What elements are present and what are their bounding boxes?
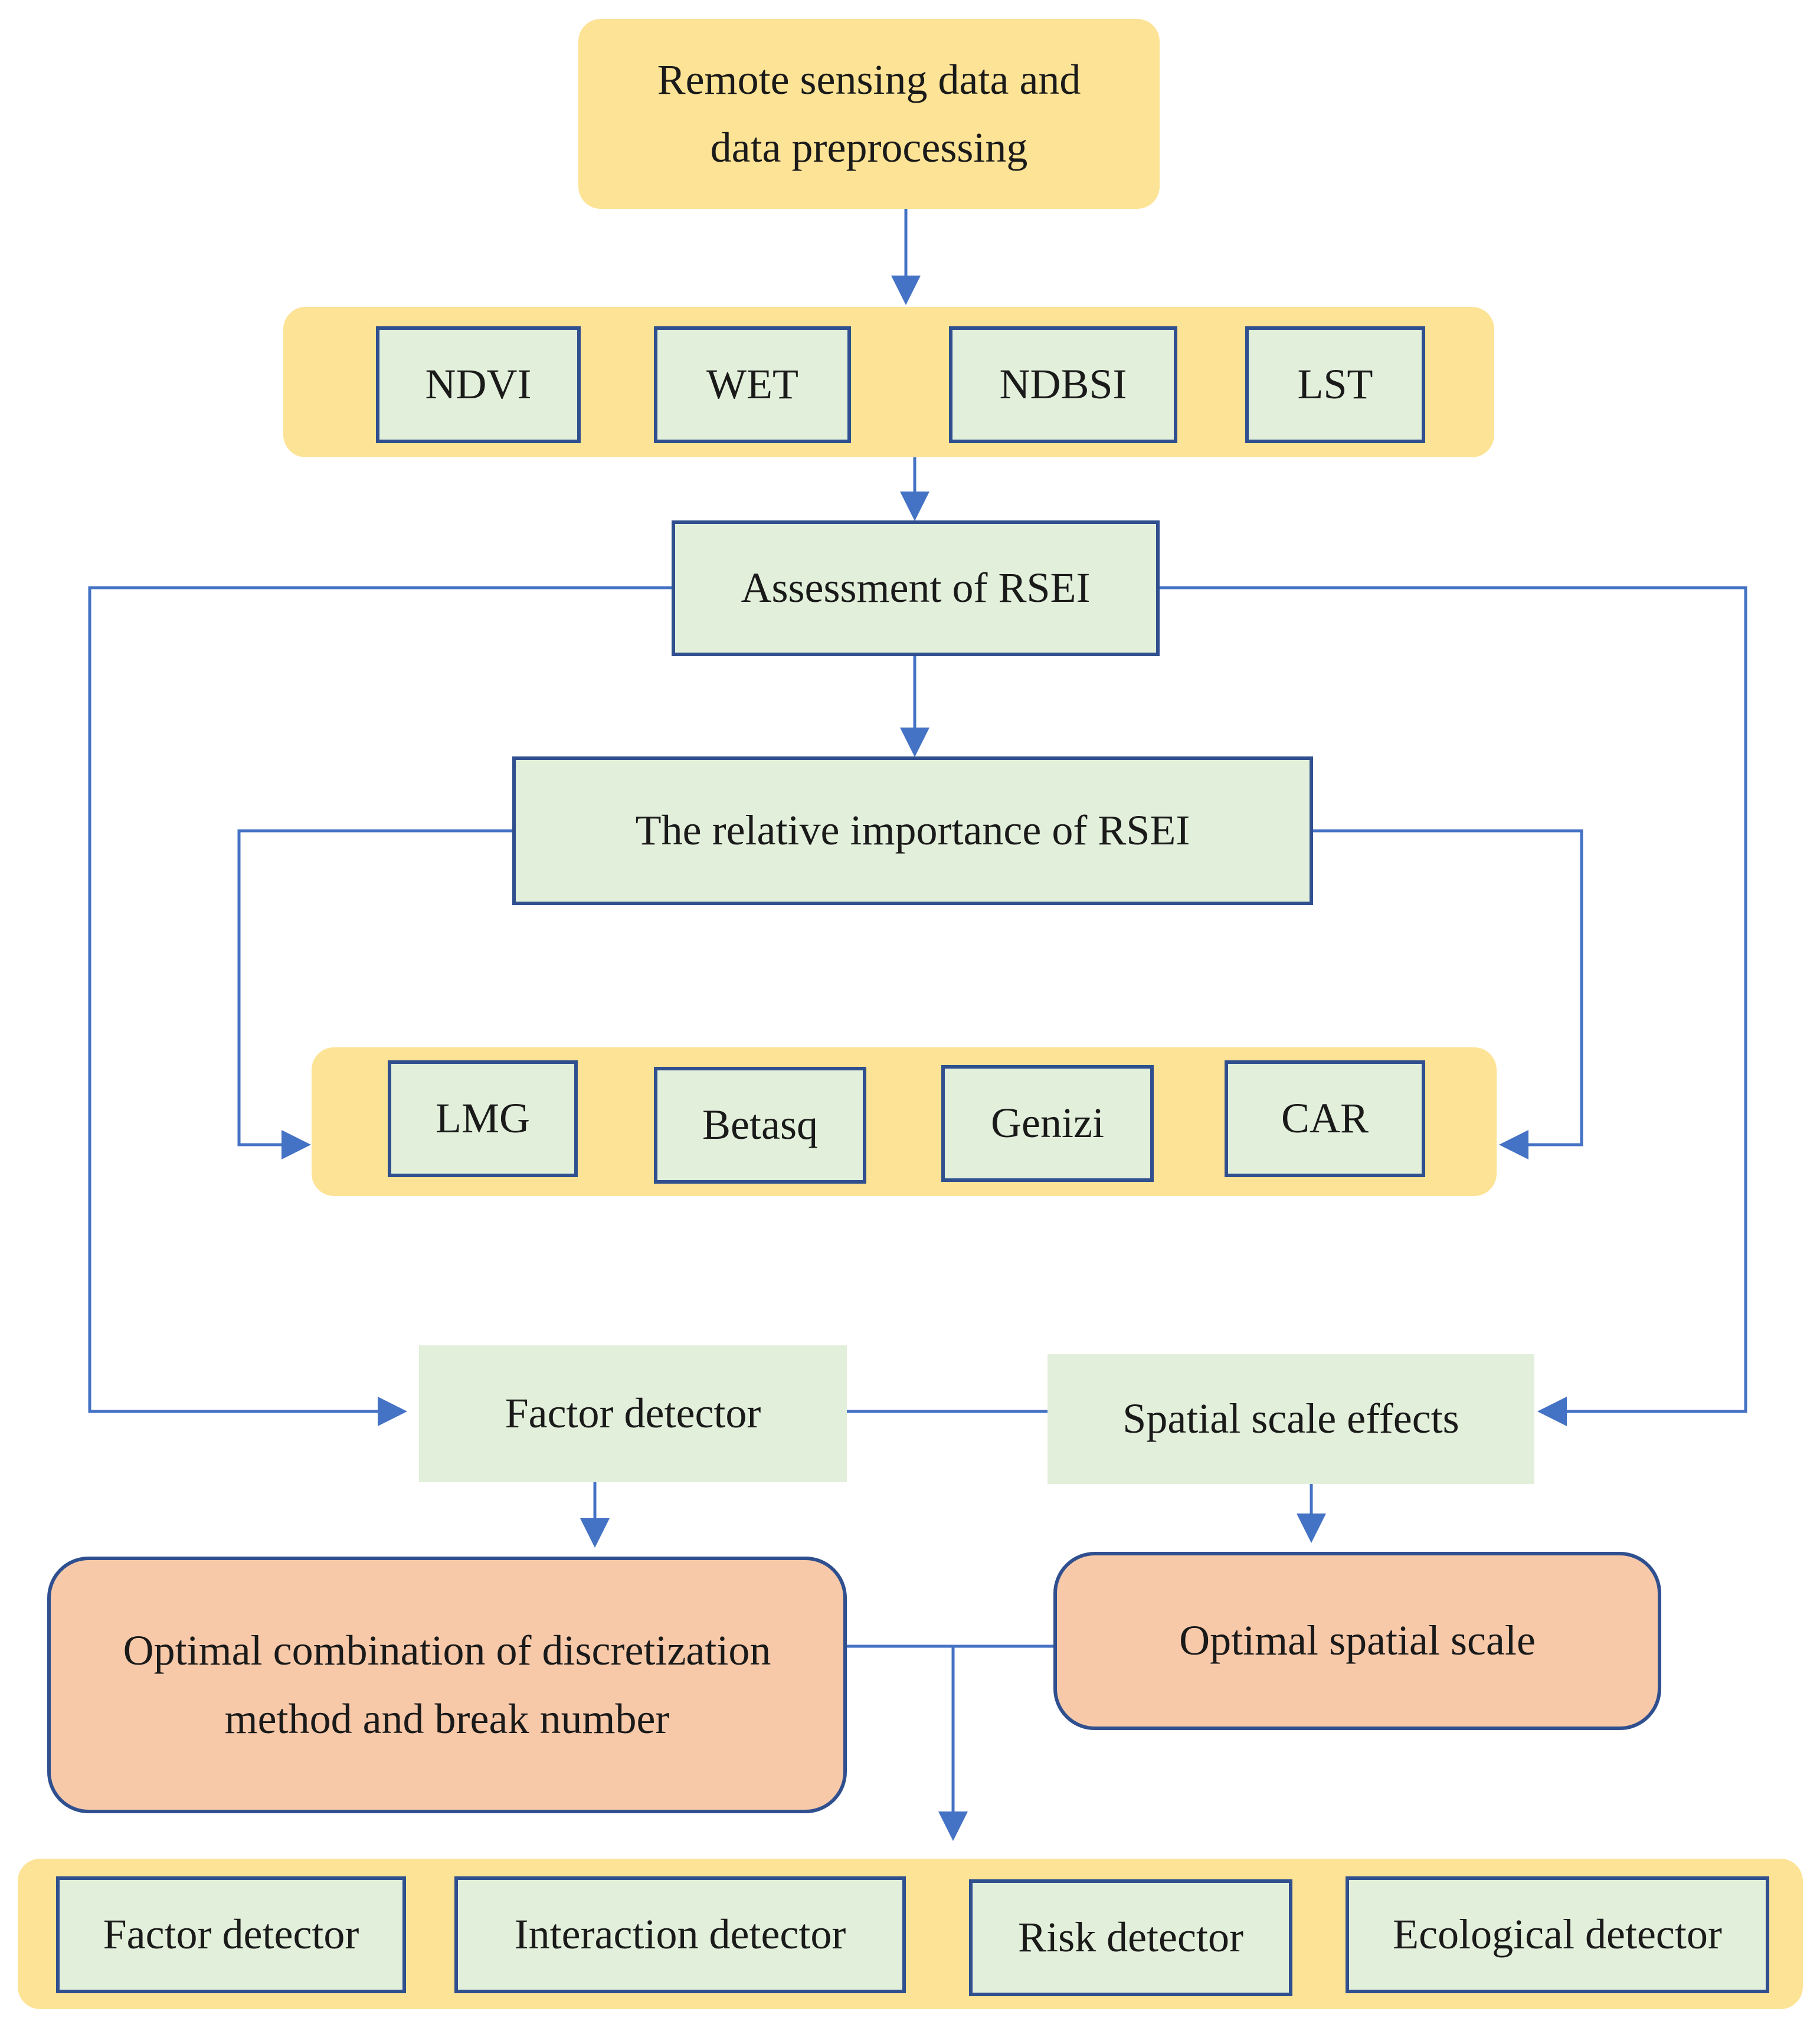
method-betasq: Betasq (654, 1067, 866, 1184)
index-ndvi: NDVI (376, 326, 581, 443)
optimal-spatial-scale-box: Optimal spatial scale (1053, 1552, 1661, 1730)
data-preprocessing-line1: Remote sensing data and (657, 55, 1081, 103)
method-car-label: CAR (1281, 1095, 1369, 1142)
detector-interaction-label: Interaction detector (514, 1911, 846, 1958)
optimal-spatial-scale-label: Optimal spatial scale (1179, 1617, 1536, 1665)
index-wet-label: WET (706, 361, 798, 408)
spatial-scale-effects-box: Spatial scale effects (1048, 1354, 1534, 1484)
arrow-assessment-to-spatial-scale (1160, 586, 1747, 1426)
data-preprocessing-line2: data preprocessing (710, 124, 1028, 171)
optimal-combination-box: Optimal combination of discretization me… (47, 1557, 847, 1813)
method-betasq-label: Betasq (702, 1101, 818, 1149)
assessment-rsei-box: Assessment of RSEI (672, 520, 1160, 656)
index-wet: WET (654, 326, 851, 443)
spatial-scale-effects-label: Spatial scale effects (1122, 1395, 1459, 1443)
data-preprocessing-box: Remote sensing data and data preprocessi… (578, 19, 1160, 209)
optimal-combination-line2: method and break number (224, 1695, 670, 1742)
relative-importance-box: The relative importance of RSEI (512, 756, 1313, 905)
detector-risk: Risk detector (969, 1879, 1292, 1996)
detector-risk-label: Risk detector (1018, 1914, 1243, 1961)
relative-importance-label: The relative importance of RSEI (635, 807, 1190, 854)
detector-interaction: Interaction detector (454, 1876, 906, 1993)
detector-factor: Factor detector (56, 1876, 406, 1993)
index-ndbsi: NDBSI (949, 326, 1177, 443)
index-lst-label: LST (1297, 361, 1373, 408)
factor-detector-label: Factor detector (505, 1390, 761, 1437)
method-car: CAR (1225, 1060, 1425, 1177)
index-ndvi-label: NDVI (425, 361, 532, 408)
arrow-assessment-to-factor-detector (88, 586, 672, 1426)
arrow-importance-right-to-methods (1313, 829, 1583, 1159)
factor-detector-box: Factor detector (419, 1345, 847, 1482)
detector-ecological-label: Ecological detector (1393, 1911, 1722, 1958)
index-lst: LST (1245, 326, 1425, 443)
method-lmg: LMG (388, 1060, 578, 1177)
arrow-importance-left-to-methods (237, 829, 512, 1159)
optimal-combination-line1: Optimal combination of discretization (123, 1627, 771, 1675)
method-genizi-label: Genizi (991, 1099, 1104, 1147)
index-ndbsi-label: NDBSI (999, 361, 1127, 408)
detector-factor-label: Factor detector (103, 1911, 359, 1958)
assessment-rsei-label: Assessment of RSEI (741, 564, 1091, 612)
method-genizi: Genizi (941, 1065, 1154, 1182)
detector-ecological: Ecological detector (1346, 1876, 1769, 1993)
method-lmg-label: LMG (436, 1095, 530, 1142)
